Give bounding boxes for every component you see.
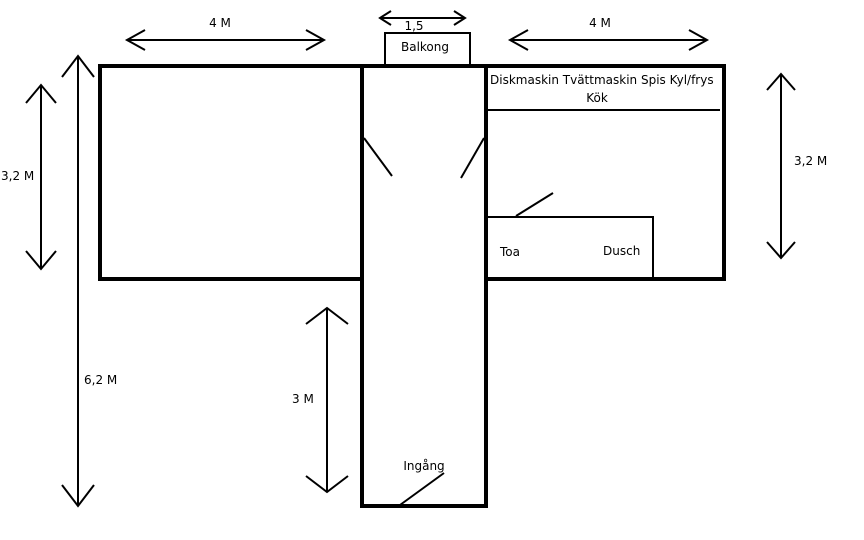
right-room-width-arrow: [507, 29, 710, 51]
door-entrance: [399, 472, 445, 506]
kitchen-label: Kök: [586, 91, 608, 105]
total-depth-label: 6,2 M: [84, 373, 117, 387]
door-left-room: [363, 137, 393, 177]
shower-label: Dusch: [603, 244, 640, 258]
corridor: [360, 64, 488, 508]
entrance-label: Ingång: [403, 459, 444, 473]
right-room-depth-arrow: [766, 72, 796, 260]
right-room-depth-label: 3,2 M: [794, 154, 827, 168]
left-room-width-label: 4 M: [209, 16, 231, 30]
bathroom-wall: [486, 216, 654, 279]
corridor-length-arrow: [305, 306, 349, 494]
corridor-length-label: 3 M: [292, 392, 314, 406]
balcony-width-label: 1,5: [404, 19, 423, 33]
balcony-label: Balkong: [401, 40, 449, 54]
balcony-box: [384, 32, 471, 67]
left-room-depth-arrow: [25, 83, 57, 271]
toilet-label: Toa: [499, 245, 520, 259]
balcony-width-arrow: [378, 10, 467, 26]
left-room-depth-label: 3,2 M: [1, 169, 34, 183]
appliances-label: Diskmaskin Tvättmaskin Spis Kyl/frys: [490, 73, 714, 87]
left-room: [98, 64, 364, 281]
door-bathroom: [515, 192, 554, 217]
door-right-room: [460, 137, 485, 179]
right-room: [484, 64, 726, 281]
total-depth-arrow: [61, 54, 95, 508]
left-room-width-arrow: [124, 29, 327, 51]
right-room-width-label: 4 M: [589, 16, 611, 30]
